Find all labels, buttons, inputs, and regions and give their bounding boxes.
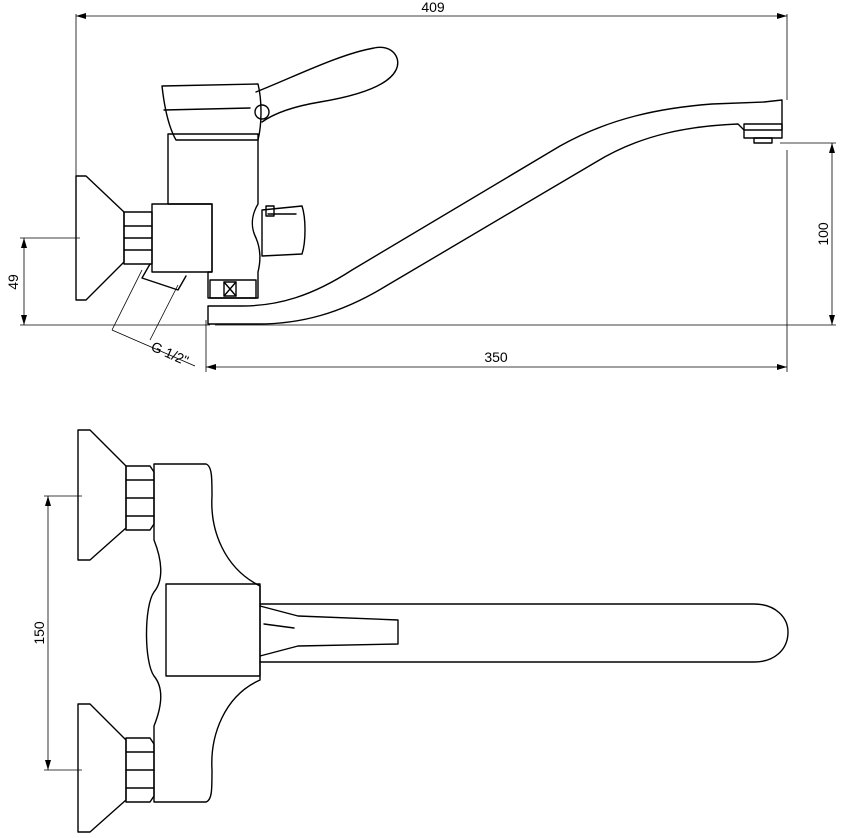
- hex-nut: [123, 211, 153, 265]
- upper-hex-nut: [125, 465, 155, 531]
- overall-length-label: 409: [421, 0, 445, 15]
- dimension-inlet-height: 49: [5, 237, 210, 326]
- inlet-spacing-label: 150: [31, 621, 47, 645]
- upper-wall-flange: [77, 429, 127, 561]
- spout-top: [259, 603, 789, 663]
- side-view: 409 49 100 350: [5, 0, 836, 372]
- swivel-spout: [207, 99, 783, 325]
- body-connector: [151, 203, 213, 273]
- spout-reach-label: 350: [484, 349, 508, 365]
- inlet-height-label: 49: [5, 274, 21, 290]
- dimension-overall-length: 409: [75, 0, 788, 176]
- aerator: [743, 123, 783, 144]
- dimension-spout-height: 100: [215, 142, 836, 326]
- inlet-elbow: [141, 263, 187, 291]
- cartridge-cap: [161, 83, 262, 141]
- diverter-knob: [261, 205, 306, 257]
- check-valve: [209, 279, 257, 299]
- thread-label: G 1/2": [149, 338, 191, 369]
- cartridge-block-top: [165, 583, 261, 677]
- body-top-outline: [145, 463, 261, 803]
- thread-callout: G 1/2": [111, 269, 196, 369]
- lever-top: [259, 605, 399, 657]
- top-view: 150: [31, 429, 789, 833]
- lever-handle: [255, 46, 399, 123]
- lower-hex-nut: [125, 737, 155, 803]
- lower-wall-flange: [77, 703, 127, 833]
- spout-height-label: 100: [815, 222, 831, 246]
- dimension-inlet-spacing: 150: [31, 495, 82, 771]
- wall-flange: [75, 175, 125, 301]
- mixer-body: [167, 133, 261, 299]
- dimension-spout-reach: 350: [205, 150, 788, 372]
- lever-pivot: [254, 104, 270, 120]
